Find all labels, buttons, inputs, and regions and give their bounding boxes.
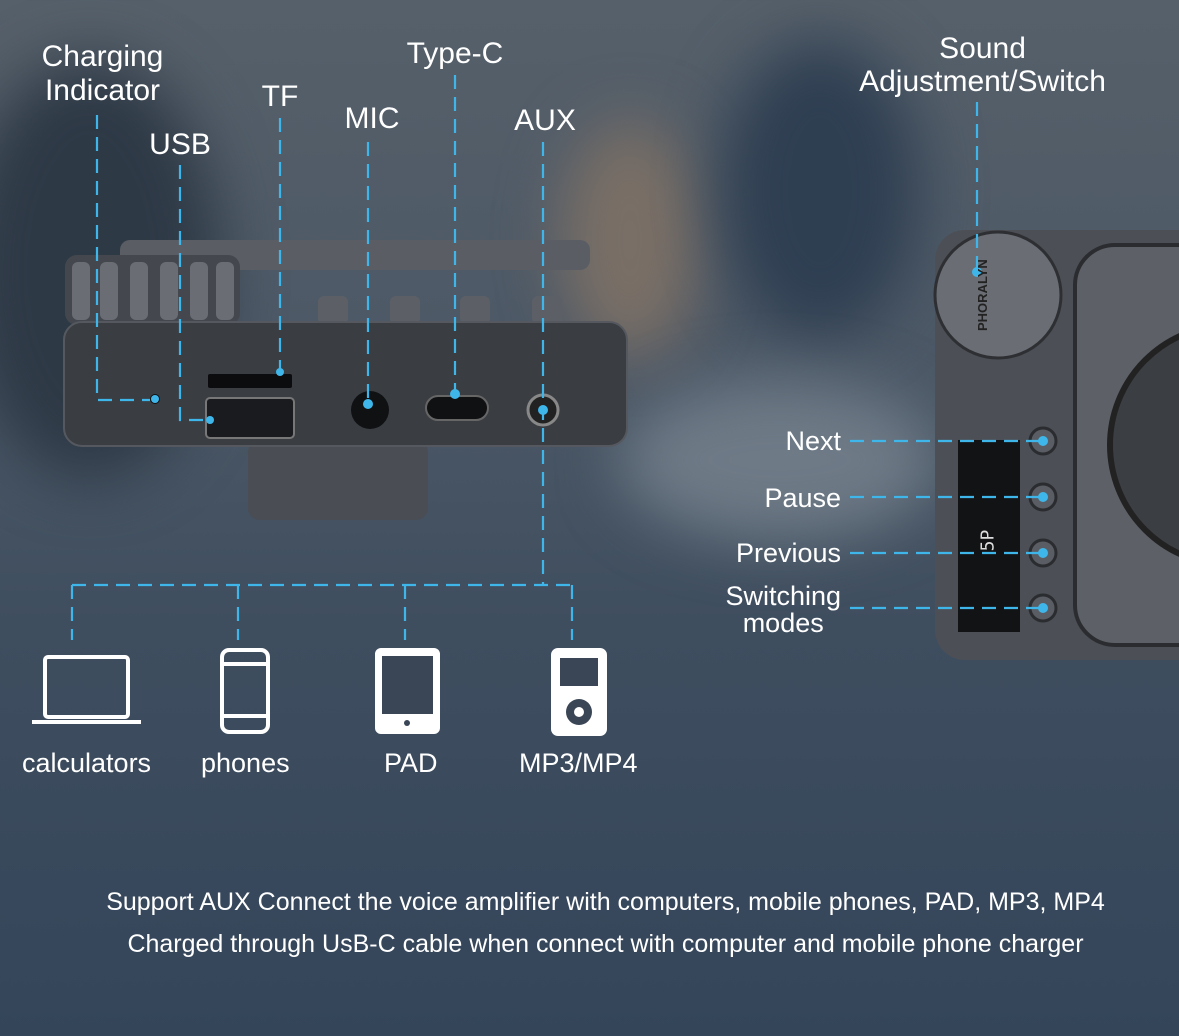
label-line: Sound [939,32,1026,65]
label-line: Charging [41,40,164,73]
aux-label: AUX [514,104,576,137]
label-line: Switching [725,581,841,611]
type-c-label: Type-C [406,37,504,70]
amplifier-side-view [63,240,628,520]
lcd-display: 5P [977,529,999,552]
laptop-icon [32,655,141,724]
label-line: modes [742,608,824,638]
footer-line-2: Charged through UsB-C cable when connect… [127,930,1084,958]
pause-label: Pause [764,483,841,513]
label-line: Indicator [44,74,161,107]
device-label-calculators: calculators [22,748,152,778]
brand-logo: PHORALYN [975,259,990,331]
leader-lines [70,75,1040,640]
device-label-pad: PAD [384,748,438,778]
device-label-mp3: MP3/MP4 [519,748,638,778]
next-label: Next [785,426,841,456]
phone-icon [220,648,270,734]
mic-label: MIC [344,102,400,135]
usb-label: USB [149,128,211,161]
callout-dots [151,267,1048,613]
tablet-icon [375,648,440,734]
label-line: Adjustment/Switch [859,65,1106,98]
amplifier-front-view [933,230,1179,660]
device-label-phones: phones [201,748,290,778]
mp3-player-icon [551,648,607,736]
tf-label: TF [261,80,299,113]
previous-label: Previous [735,538,841,568]
footer-line-1: Support AUX Connect the voice amplifier … [106,888,1105,916]
